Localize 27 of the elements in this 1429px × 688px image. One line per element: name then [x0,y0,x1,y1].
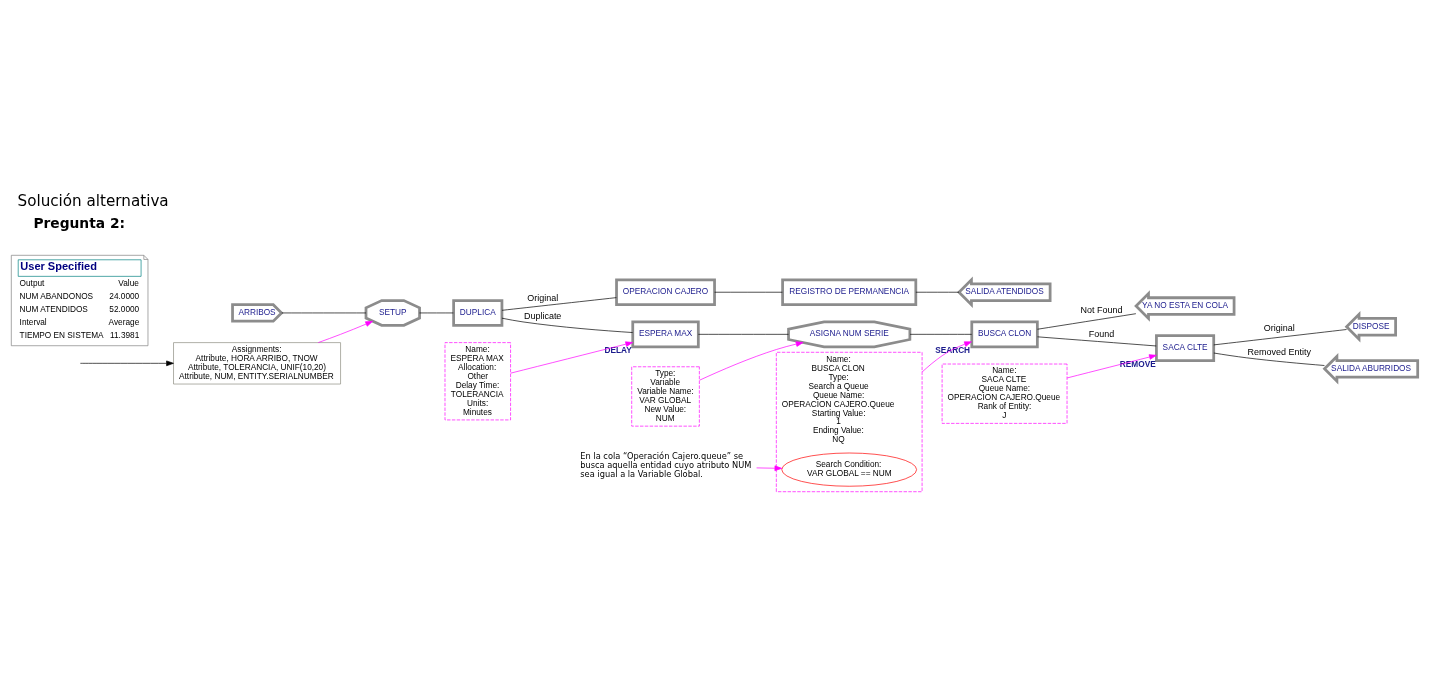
edge-label: Original [1263,323,1295,334]
connector [281,312,367,314]
connector [915,291,960,293]
arrow [699,341,804,381]
arrow [510,341,634,374]
edge-label: Duplicate [523,311,562,322]
arrow [80,360,174,367]
node-text: En la cola “Operación Cajero.queue” se busca aquella entidad cuyo atributo NUM sea igual a la Variable Global. [580,451,752,480]
edge-label: Removed Entity [1247,347,1311,358]
connector [1213,352,1325,366]
edge-label: Found [1088,329,1115,340]
connector [714,291,783,293]
connector [501,317,633,333]
connector [909,334,973,335]
connector [698,334,789,335]
connector [1213,329,1347,346]
arrow [756,465,783,471]
arrow [921,341,972,373]
diagram-title: Solución alternativa [17,191,169,210]
arrow [1066,354,1157,379]
connector [501,297,617,311]
label: Pregunta 2: [33,215,126,232]
edge-label: Original [527,293,559,304]
connector [1037,336,1157,347]
arrow [317,321,373,343]
connector [1037,313,1137,330]
edge-label: Not Found [1080,305,1123,316]
